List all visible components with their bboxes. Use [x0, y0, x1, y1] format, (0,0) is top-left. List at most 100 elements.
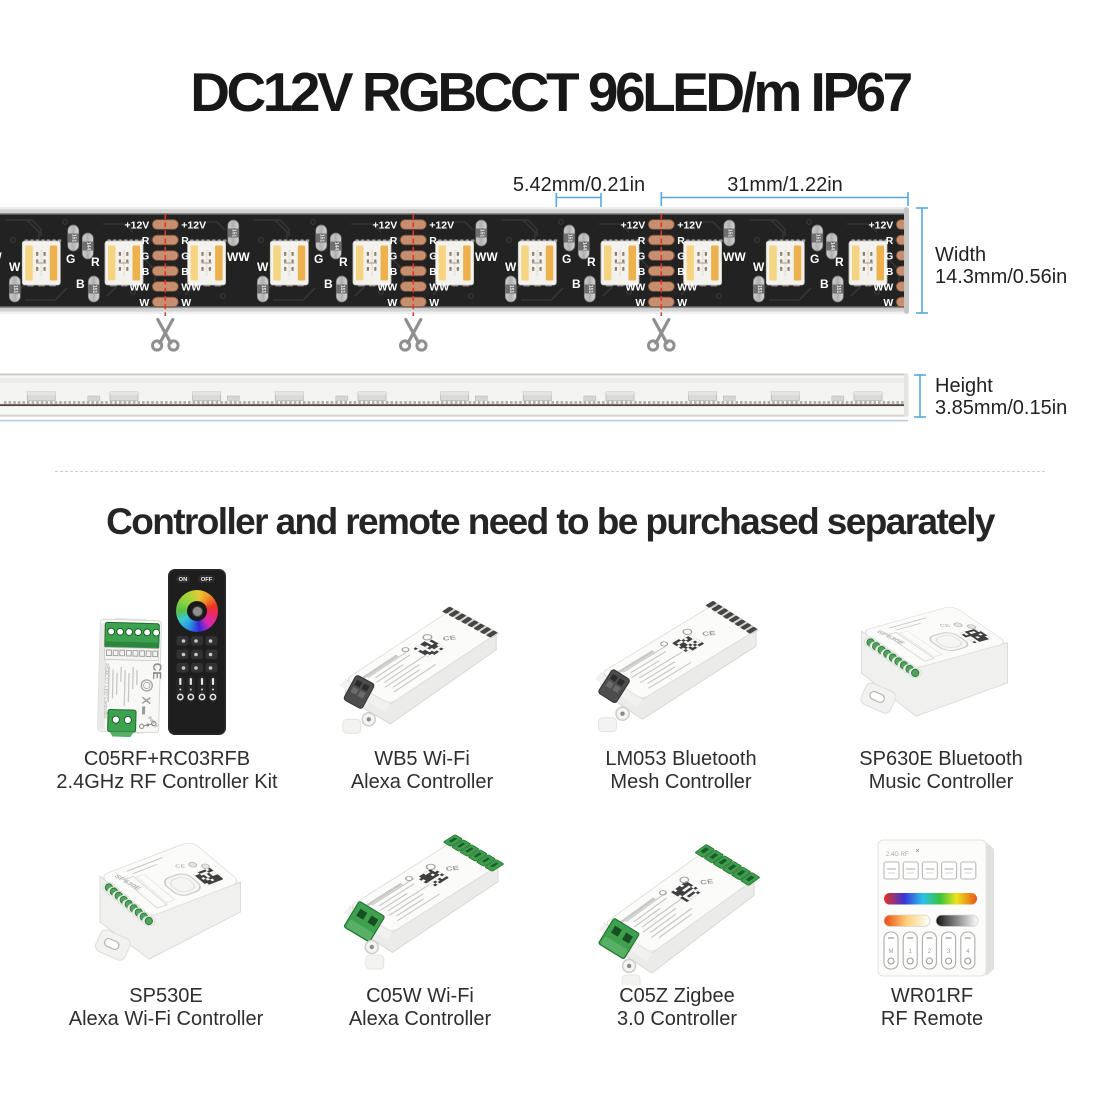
svg-text:R: R — [587, 255, 596, 269]
svg-text:+12V: +12V — [925, 219, 950, 231]
svg-text:B: B — [324, 277, 333, 291]
svg-text:151: 151 — [566, 234, 572, 243]
svg-text:G: G — [141, 250, 149, 262]
svg-text:+12V: +12V — [429, 219, 454, 231]
svg-text:1: 1 — [909, 949, 913, 955]
svg-text:W: W — [635, 297, 645, 309]
svg-text:R: R — [339, 255, 348, 269]
svg-text:G: G — [429, 250, 437, 262]
svg-text:W: W — [139, 297, 149, 309]
svg-text:5.42mm/0.21in: 5.42mm/0.21in — [513, 174, 645, 196]
svg-text:W: W — [387, 297, 397, 309]
svg-text:WW: WW — [873, 281, 893, 293]
svg-text:WW: WW — [625, 281, 645, 293]
svg-text:151: 151 — [835, 285, 841, 294]
svg-text:R: R — [181, 235, 189, 247]
svg-text:2.4G RF: 2.4G RF — [886, 852, 909, 858]
svg-text:G: G — [314, 252, 323, 266]
svg-text:Width: Width — [935, 244, 986, 266]
svg-text:R: R — [91, 255, 100, 269]
svg-text:151: 151 — [478, 229, 484, 238]
svg-text:144: 144 — [581, 242, 587, 251]
svg-text:WW: WW — [677, 281, 697, 293]
svg-text:G: G — [389, 250, 397, 262]
svg-text:WW: WW — [723, 250, 746, 264]
svg-text:W: W — [181, 297, 191, 309]
svg-text:B: B — [1068, 277, 1077, 291]
svg-text:W: W — [505, 260, 517, 274]
svg-text:+12V: +12V — [372, 219, 397, 231]
svg-text:CE: CE — [150, 663, 164, 680]
svg-text:CE: CE — [939, 624, 951, 628]
svg-text:W: W — [429, 297, 439, 309]
svg-text:G: G — [181, 250, 189, 262]
svg-text:2: 2 — [928, 949, 932, 955]
svg-text:R: R — [677, 235, 685, 247]
svg-text:ON: ON — [179, 577, 188, 583]
svg-text:G: G — [1058, 252, 1067, 266]
svg-text:CE: CE — [442, 634, 458, 642]
svg-text:W: W — [753, 260, 765, 274]
svg-text:144: 144 — [85, 242, 91, 251]
svg-text:M: M — [889, 949, 894, 955]
svg-text:Height: Height — [935, 375, 993, 397]
svg-text:CE: CE — [445, 865, 460, 873]
svg-text:B: B — [429, 266, 437, 278]
svg-text:WW: WW — [129, 281, 149, 293]
svg-text:B: B — [820, 277, 829, 291]
svg-text:B: B — [142, 266, 150, 278]
svg-text:W: W — [883, 297, 893, 309]
svg-text:+12V: +12V — [181, 219, 206, 231]
svg-text:4: 4 — [966, 949, 970, 955]
svg-text:G: G — [677, 250, 685, 262]
svg-text:G: G — [637, 250, 645, 262]
svg-text:R: R — [429, 235, 437, 247]
svg-text:151: 151 — [260, 285, 266, 294]
svg-text:G: G — [66, 252, 75, 266]
svg-text:W: W — [9, 260, 21, 274]
svg-text:WW: WW — [429, 281, 449, 293]
svg-text:3.85mm/0.15in: 3.85mm/0.15in — [935, 397, 1067, 419]
svg-text:OFF: OFF — [201, 577, 213, 583]
svg-text:WW: WW — [475, 250, 498, 264]
svg-text:+12V: +12V — [124, 219, 149, 231]
svg-text:R: R — [1083, 255, 1092, 269]
svg-text:WW: WW — [227, 250, 250, 264]
svg-text:151: 151 — [814, 234, 820, 243]
svg-text:144: 144 — [829, 242, 835, 251]
svg-text:WW: WW — [181, 281, 201, 293]
svg-text:151: 151 — [318, 234, 324, 243]
svg-text:G: G — [810, 252, 819, 266]
svg-text:R: R — [886, 235, 894, 247]
svg-text:RGBCCT LED Controller: RGBCCT LED Controller — [102, 663, 109, 719]
svg-text:151: 151 — [70, 234, 76, 243]
svg-text:B: B — [390, 266, 398, 278]
svg-text:WW: WW — [0, 250, 2, 264]
svg-text:WW: WW — [377, 281, 397, 293]
svg-text:B: B — [181, 266, 189, 278]
svg-text:R: R — [390, 235, 398, 247]
svg-text:3: 3 — [947, 949, 951, 955]
svg-text:151: 151 — [508, 285, 514, 294]
svg-text:B: B — [677, 266, 685, 278]
svg-text:R: R — [835, 255, 844, 269]
svg-text:151: 151 — [587, 285, 593, 294]
svg-text:151: 151 — [756, 285, 762, 294]
svg-text:CE: CE — [702, 630, 717, 638]
svg-text:W: W — [257, 260, 269, 274]
svg-text:B: B — [76, 277, 85, 291]
svg-text:31mm/1.22in: 31mm/1.22in — [727, 174, 843, 196]
svg-text:W: W — [925, 297, 935, 309]
svg-text:R: R — [925, 235, 933, 247]
svg-text:W: W — [677, 297, 687, 309]
svg-text:CE: CE — [700, 878, 715, 887]
svg-text:151: 151 — [91, 285, 97, 294]
svg-text:CE: CE — [175, 865, 186, 870]
svg-text:G: G — [925, 250, 933, 262]
svg-text:151: 151 — [12, 285, 18, 294]
svg-text:G: G — [562, 252, 571, 266]
svg-text:G: G — [885, 250, 893, 262]
svg-text:144: 144 — [333, 242, 339, 251]
svg-text:R: R — [142, 235, 150, 247]
svg-text:B: B — [572, 277, 581, 291]
